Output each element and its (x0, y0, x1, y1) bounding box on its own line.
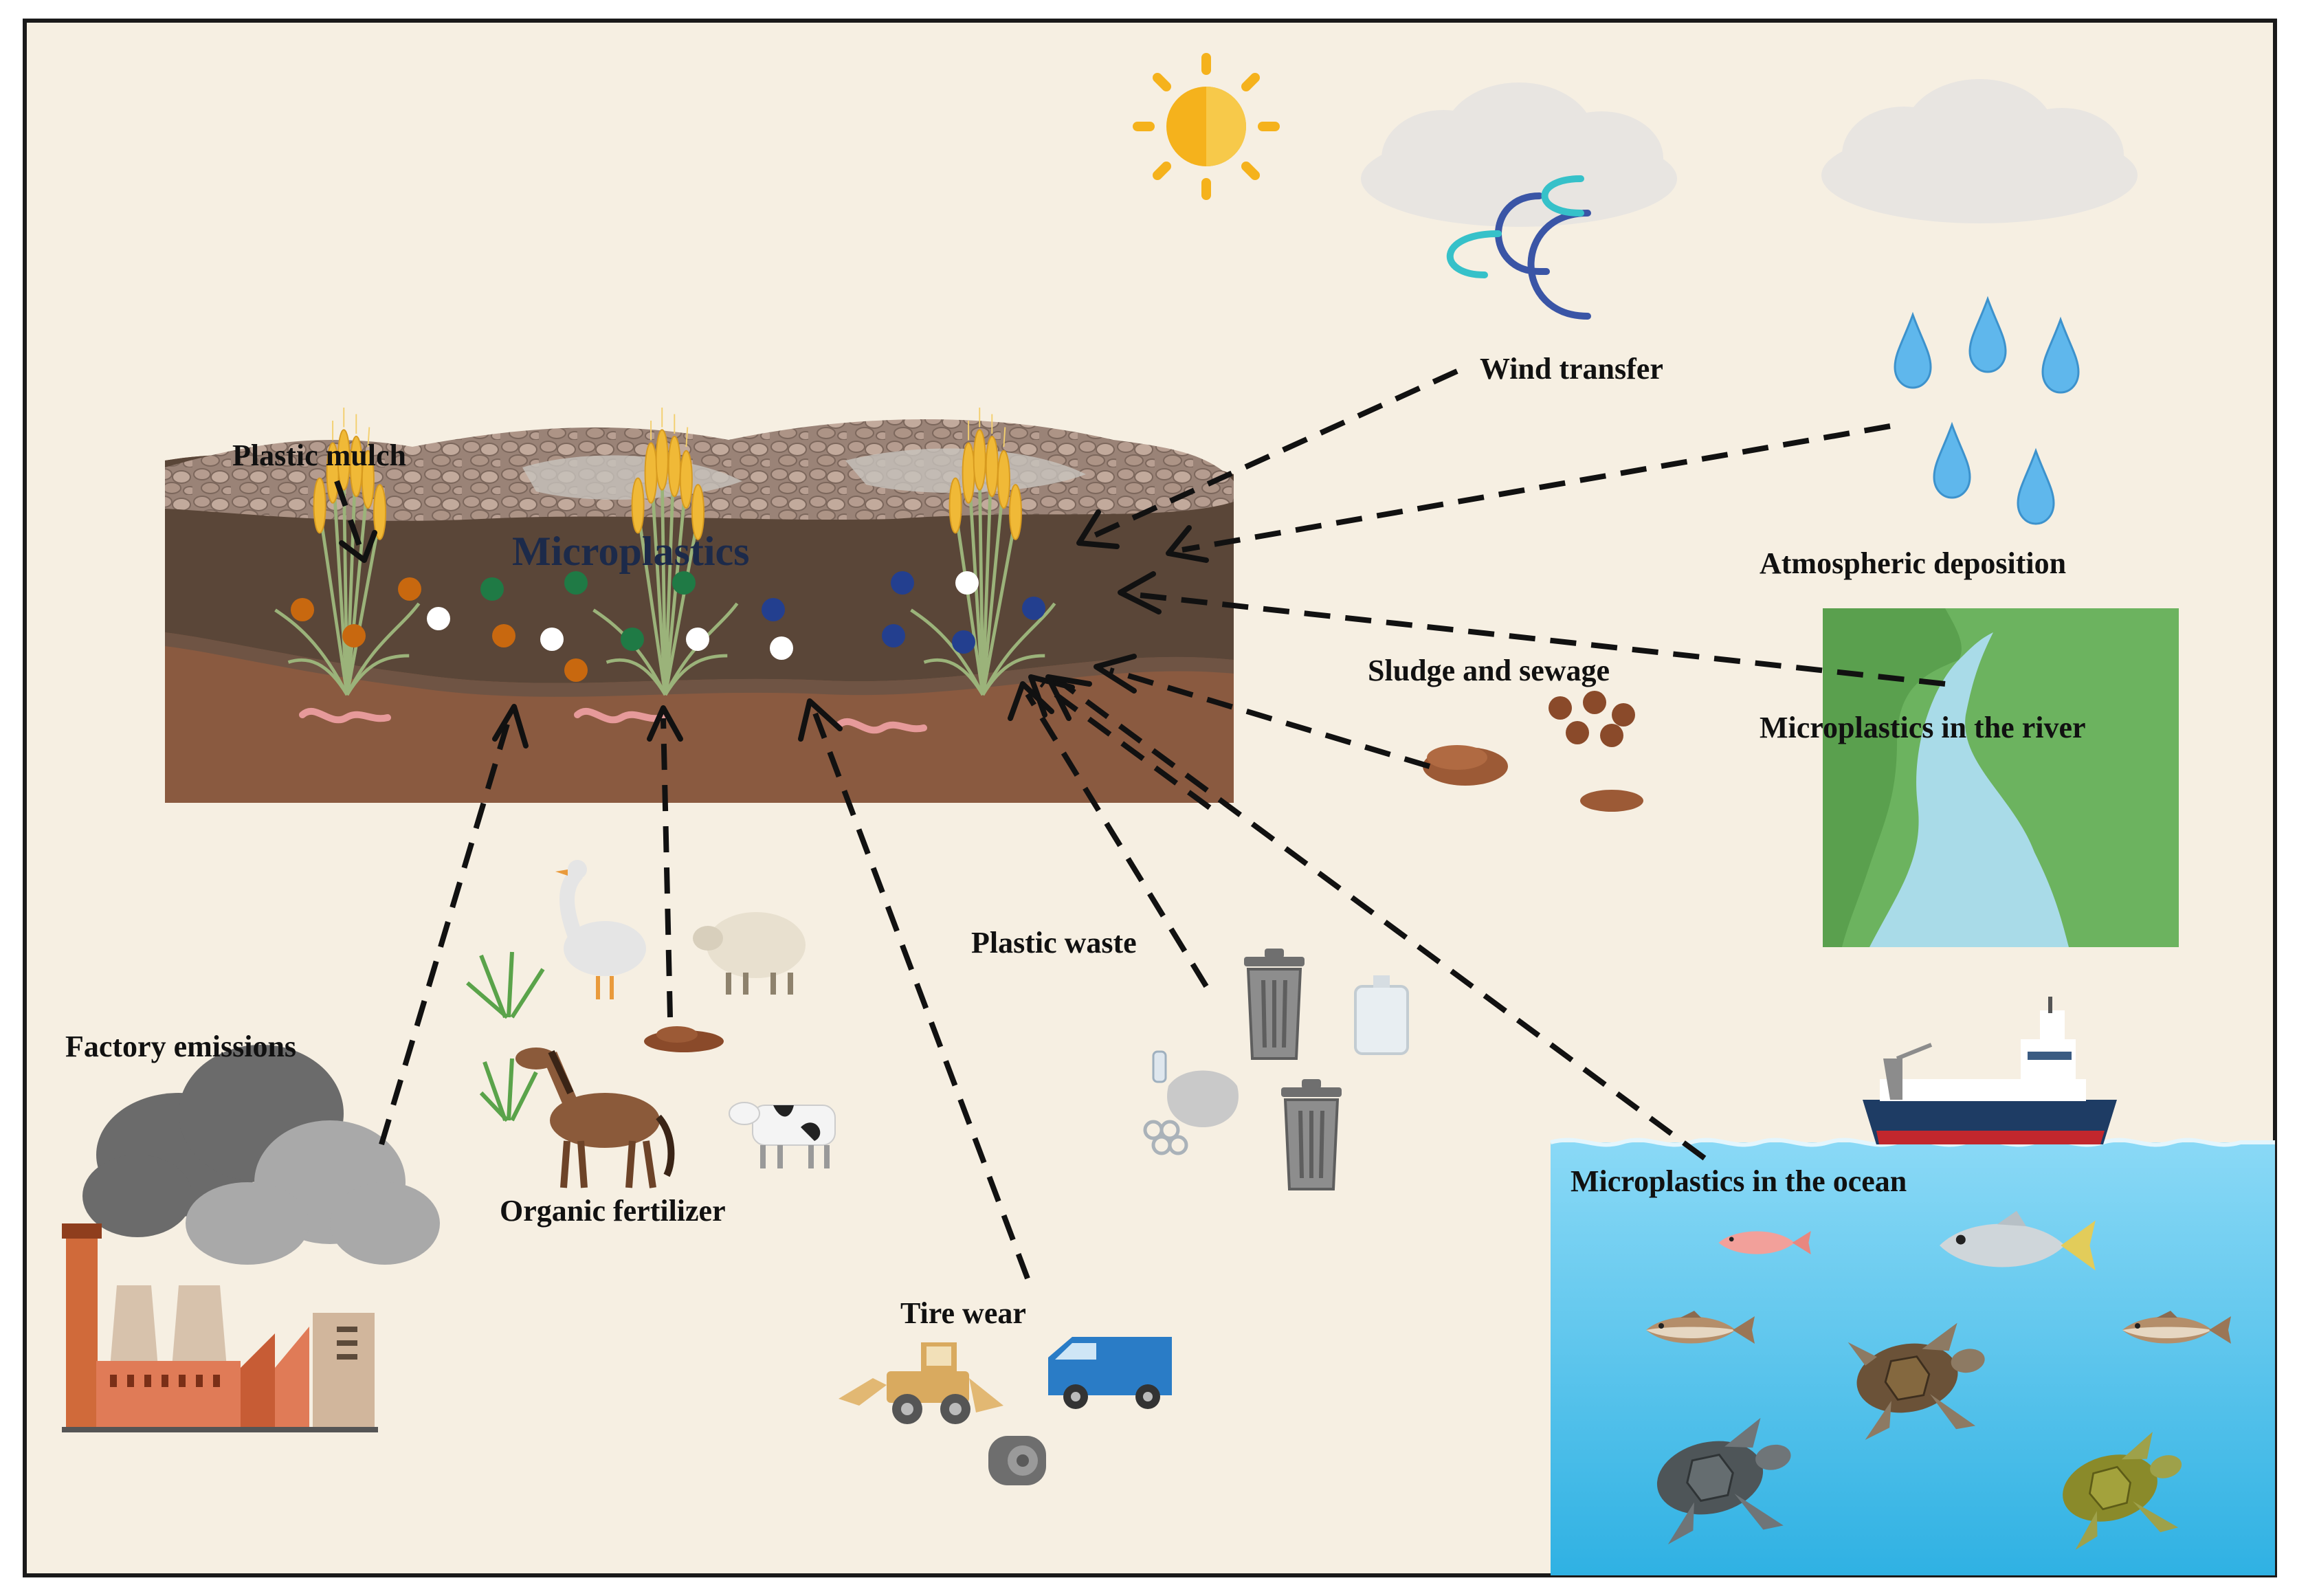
label-organic-fertilizer: Organic fertilizer (500, 1194, 726, 1228)
label-sludge-and-sewage: Sludge and sewage (1368, 654, 1610, 687)
label-plastic-waste: Plastic waste (971, 926, 1137, 960)
label-microplastics-river: Microplastics in the river (1760, 711, 2086, 744)
loader-icon (839, 1342, 1003, 1424)
particle-green (564, 571, 588, 595)
particle-orange (291, 598, 314, 621)
goose-icon (555, 860, 646, 999)
particle-blue (762, 598, 785, 621)
label-wind-transfer: Wind transfer (1480, 352, 1663, 386)
plastic-bottle-icon (1354, 975, 1409, 1055)
trash-can-icon (1244, 949, 1305, 1059)
particle-white (427, 607, 450, 630)
particle-white (955, 571, 979, 595)
van-icon (1048, 1337, 1172, 1409)
sludge-icon (1423, 691, 1643, 812)
grass-icon (479, 1058, 538, 1122)
particle-orange (492, 624, 515, 647)
particle-white (686, 628, 709, 651)
label-factory-emissions: Factory emissions (65, 1030, 296, 1063)
particle-orange (398, 577, 421, 601)
microplastic-particles (291, 571, 1045, 682)
ship-icon (1863, 997, 2117, 1144)
trash-can-icon (1281, 1079, 1342, 1189)
fish-icon (1718, 1231, 1811, 1254)
fish-icon (1940, 1210, 2096, 1271)
wind-icon (1446, 175, 1591, 320)
arrowheads (339, 509, 1209, 749)
label-microplastics-ocean: Microplastics in the ocean (1571, 1164, 1907, 1198)
label-plastic-mulch: Plastic mulch (232, 439, 406, 472)
cow-icon (729, 1102, 836, 1168)
particle-blue (882, 624, 905, 647)
particle-blue (952, 630, 975, 654)
horse-icon (515, 1048, 675, 1188)
sheep-icon (693, 912, 806, 995)
flow-arrows (334, 368, 1946, 1280)
particle-orange (342, 624, 366, 647)
particle-green (621, 628, 644, 651)
grass-icon (466, 951, 545, 1019)
sun-icon (1133, 53, 1280, 200)
label-atmospheric-deposition: Atmospheric deposition (1760, 546, 2066, 580)
label-tire-wear: Tire wear (900, 1296, 1026, 1330)
soil-block (165, 419, 1234, 803)
particle-orange (564, 658, 588, 682)
label-microplastics: Microplastics (512, 529, 750, 574)
particle-green (480, 577, 504, 601)
factory-icon (62, 1045, 440, 1432)
particle-white (540, 628, 564, 651)
turtle-icon (1656, 1417, 1791, 1544)
particle-white (770, 636, 793, 660)
particle-green (672, 571, 696, 595)
manure-icon (644, 1026, 724, 1052)
river-icon (1823, 608, 2179, 947)
tire-icon (988, 1436, 1046, 1485)
particle-blue (1022, 597, 1045, 620)
plastic-bag-icon (1143, 1050, 1239, 1155)
particle-blue (891, 571, 914, 595)
